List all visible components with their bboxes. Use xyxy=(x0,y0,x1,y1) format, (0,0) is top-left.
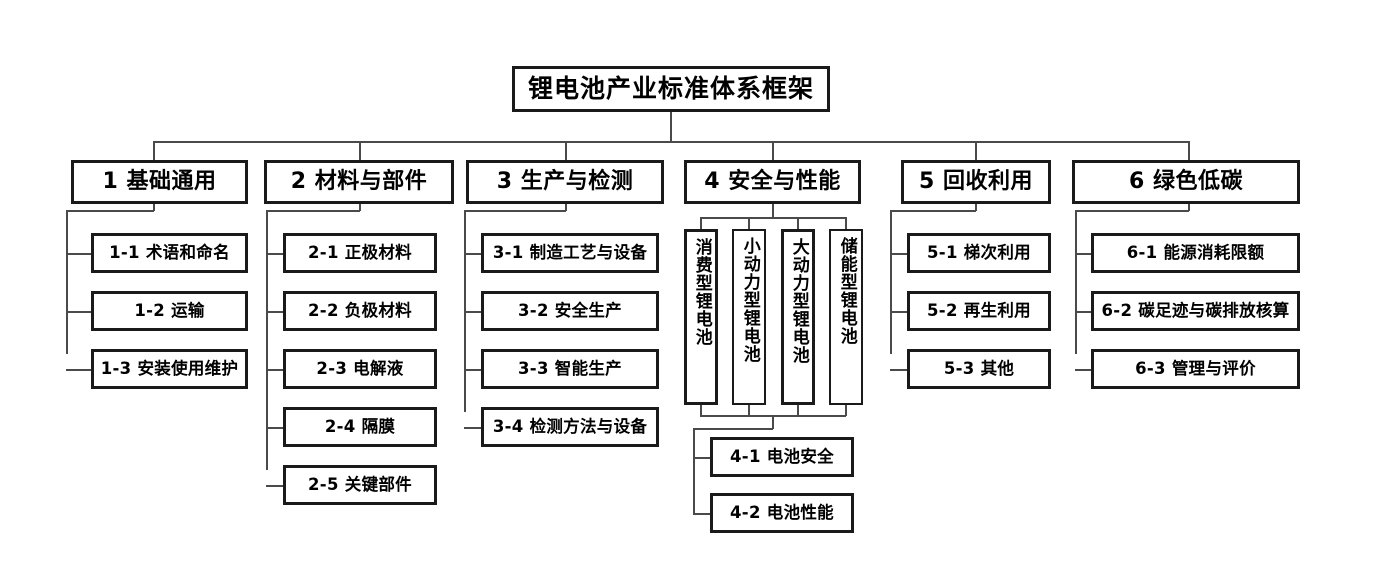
connector-cat1-stem xyxy=(153,204,155,211)
connector-cat2-stub-2 xyxy=(266,311,284,313)
connector-cat4-merge-stem xyxy=(772,415,774,429)
connector-cat6-spine xyxy=(1075,210,1077,354)
connector-cat4-vdrop-1 xyxy=(700,217,702,230)
sub-box-2-4[interactable]: 2-4 隔膜 xyxy=(283,407,437,447)
connector-cat4-stem xyxy=(772,204,774,218)
connector-cat3-stub-1 xyxy=(464,253,482,255)
diagram-root-title: 锂电池产业标准体系框架 xyxy=(512,66,830,112)
connector-cat2-stub-4 xyxy=(266,427,284,429)
sub-box-5-3[interactable]: 5-3 其他 xyxy=(907,349,1051,389)
connector-cat5-stub-2 xyxy=(890,311,908,313)
sub-box-1-3[interactable]: 1-3 安装使用维护 xyxy=(91,349,248,389)
connector-bus-drop-2 xyxy=(359,141,361,160)
connector-cat5-stem xyxy=(975,204,977,211)
connector-root-stem xyxy=(670,112,672,141)
connector-bus-drop-3 xyxy=(565,141,567,160)
sub-box-2-3[interactable]: 2-3 电解液 xyxy=(283,349,437,389)
connector-bus-drop-5 xyxy=(975,141,977,160)
category-box-3[interactable]: 3 生产与检测 xyxy=(466,160,664,204)
connector-cat4-vdrop-2 xyxy=(748,217,750,230)
connector-cat4-vrise-1 xyxy=(700,405,702,416)
connector-cat2-stub-1 xyxy=(266,253,284,255)
connector-cat1-stub-3 xyxy=(66,369,92,371)
sub-box-4-1[interactable]: 4-1 电池安全 xyxy=(710,437,854,477)
connector-cat6-stub-2 xyxy=(1075,311,1093,313)
connector-cat2-elbow xyxy=(266,210,360,212)
category-box-5[interactable]: 5 回收利用 xyxy=(901,160,1051,204)
connector-cat6-stem xyxy=(1188,204,1190,211)
connector-bus-drop-4 xyxy=(772,141,774,160)
connector-cat2-stem xyxy=(359,204,361,211)
connector-cat4-stub-2 xyxy=(693,513,711,515)
sub-box-6-3[interactable]: 6-3 管理与评价 xyxy=(1091,349,1300,389)
connector-cat3-stub-2 xyxy=(464,311,482,313)
sub-box-3-4[interactable]: 3-4 检测方法与设备 xyxy=(481,407,659,447)
connector-cat4-vrise-2 xyxy=(748,405,750,416)
connector-cat6-elbow xyxy=(1075,210,1189,212)
connector-cat3-stem xyxy=(565,204,567,211)
connector-cat4-vdrop-3 xyxy=(797,217,799,230)
connector-main-bus xyxy=(153,141,1189,143)
connector-cat2-stub-3 xyxy=(266,369,284,371)
sub-box-1-2[interactable]: 1-2 运输 xyxy=(91,291,248,331)
sub-box-6-2[interactable]: 6-2 碳足迹与碳排放核算 xyxy=(1091,291,1300,331)
sub-box-3-3[interactable]: 3-3 智能生产 xyxy=(481,349,659,389)
connector-cat5-stub-1 xyxy=(890,253,908,255)
connector-cat4-stub-1 xyxy=(693,457,711,459)
connector-cat4-vdrop-4 xyxy=(845,217,847,230)
connector-cat2-stub-5 xyxy=(266,485,284,487)
connector-cat5-spine xyxy=(890,210,892,354)
connector-cat5-stub-3 xyxy=(890,369,908,371)
connector-cat6-stub-1 xyxy=(1075,253,1093,255)
sub-box-6-1[interactable]: 6-1 能源消耗限额 xyxy=(1091,233,1300,273)
sub-box-5-2[interactable]: 5-2 再生利用 xyxy=(907,291,1051,331)
sub-box-3-2[interactable]: 3-2 安全生产 xyxy=(481,291,659,331)
vertical-box-4-consumer[interactable]: 消费型锂电池 xyxy=(684,229,718,405)
connector-cat2-spine xyxy=(266,210,268,470)
sub-box-2-2[interactable]: 2-2 负极材料 xyxy=(283,291,437,331)
connector-cat4-vbus xyxy=(700,217,845,219)
sub-box-4-2[interactable]: 4-2 电池性能 xyxy=(710,493,854,533)
category-box-4[interactable]: 4 安全与性能 xyxy=(684,160,861,204)
vertical-box-4-storage[interactable]: 储能型锂电池 xyxy=(829,229,863,405)
category-box-1[interactable]: 1 基础通用 xyxy=(71,160,248,204)
sub-box-1-1[interactable]: 1-1 术语和命名 xyxy=(91,233,248,273)
vertical-box-4-small-power[interactable]: 小动力型锂电池 xyxy=(732,229,766,405)
sub-box-3-1[interactable]: 3-1 制造工艺与设备 xyxy=(481,233,659,273)
connector-cat3-stub-4 xyxy=(464,427,482,429)
connector-cat4-vrise-4 xyxy=(845,405,847,416)
connector-cat5-elbow xyxy=(890,210,976,212)
connector-bus-drop-6 xyxy=(1188,141,1190,160)
connector-cat1-stub-2 xyxy=(66,311,92,313)
connector-cat3-elbow xyxy=(464,210,566,212)
connector-bus-drop-1 xyxy=(153,141,155,160)
connector-cat6-stub-3 xyxy=(1075,369,1093,371)
category-box-2[interactable]: 2 材料与部件 xyxy=(264,160,454,204)
connector-cat3-stub-3 xyxy=(464,369,482,371)
connector-cat4-elbow xyxy=(693,428,773,430)
category-box-6[interactable]: 6 绿色低碳 xyxy=(1072,160,1300,204)
connector-cat4-vrise-3 xyxy=(797,405,799,416)
connector-cat1-elbow xyxy=(66,210,154,212)
connector-cat4-spine xyxy=(693,428,695,514)
sub-box-2-1[interactable]: 2-1 正极材料 xyxy=(283,233,437,273)
vertical-box-4-large-power[interactable]: 大动力型锂电池 xyxy=(781,229,815,405)
sub-box-2-5[interactable]: 2-5 关键部件 xyxy=(283,465,437,505)
sub-box-5-1[interactable]: 5-1 梯次利用 xyxy=(907,233,1051,273)
connector-cat1-spine xyxy=(66,210,68,354)
connector-cat1-stub-1 xyxy=(66,253,92,255)
